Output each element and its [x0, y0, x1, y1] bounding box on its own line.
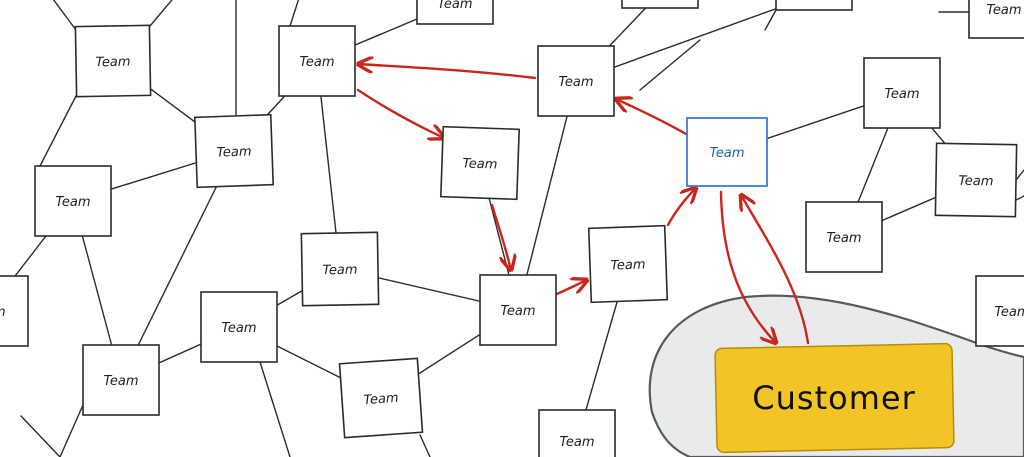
team-box — [968, 0, 1024, 39]
team-link — [52, 0, 77, 31]
team-link — [20, 415, 61, 457]
team-box — [479, 274, 557, 346]
team-node: Team — [74, 24, 152, 98]
team-label: Team — [710, 146, 745, 161]
team-node: Team — [805, 201, 883, 273]
team-node: Team — [338, 357, 424, 439]
team-box — [975, 275, 1024, 347]
team-label: Team — [610, 257, 645, 273]
flow-arrow — [555, 280, 587, 296]
team-label: Team — [501, 304, 536, 319]
team-box — [587, 224, 669, 304]
team-box — [775, 0, 853, 11]
flow-arrow — [719, 190, 776, 343]
team-node: Team — [439, 125, 521, 201]
team-node: Team — [975, 275, 1024, 347]
team-label: Team — [462, 156, 497, 172]
team-label: Team — [885, 87, 920, 102]
flow-arrow — [666, 188, 696, 227]
team-box — [537, 45, 615, 117]
flow-arrow — [356, 88, 444, 138]
team-link — [59, 404, 84, 457]
team-node: Team — [968, 0, 1024, 39]
team-link — [517, 80, 577, 311]
flow-arrow — [616, 99, 688, 136]
team-link — [764, 9, 777, 31]
team-box — [34, 165, 112, 237]
team-node: Team — [479, 274, 557, 346]
team-box — [193, 113, 275, 189]
team-link — [639, 39, 701, 91]
team-link — [419, 434, 431, 457]
team-node: Team — [193, 113, 275, 189]
team-node: Team — [621, 0, 699, 9]
team-node-highlighted: Team — [686, 117, 768, 187]
team-box — [538, 409, 616, 457]
customer-box — [714, 342, 955, 454]
team-node: Team — [200, 291, 278, 363]
team-label: Team — [987, 3, 1022, 18]
team-box — [200, 291, 278, 363]
team-node: Team — [300, 231, 380, 307]
team-node: Team — [775, 0, 853, 11]
team-box — [338, 357, 424, 439]
team-label: Team — [222, 321, 257, 336]
team-label: Team — [827, 231, 862, 246]
team-label: Team — [797, 0, 832, 4]
team-node: Team — [863, 57, 941, 129]
team-label: Team — [300, 55, 335, 70]
team-label: Team — [0, 305, 5, 320]
team-label: Team — [560, 435, 595, 450]
team-node: Team — [82, 344, 160, 416]
team-link — [1015, 195, 1024, 201]
team-node: Team — [0, 275, 29, 347]
flow-arrow — [358, 64, 537, 80]
team-box — [82, 344, 160, 416]
team-label: Team — [216, 144, 251, 160]
team-label: Team — [643, 0, 678, 2]
team-box — [416, 0, 494, 25]
team-box — [621, 0, 699, 9]
team-link — [120, 150, 235, 381]
value-flow-arrows — [356, 64, 810, 345]
team-node: Team — [537, 45, 615, 117]
team-box — [934, 142, 1018, 218]
team-label: Team — [559, 75, 594, 90]
team-box — [686, 117, 768, 187]
team-label: Team — [56, 195, 91, 210]
team-node: Team — [416, 0, 494, 25]
team-link — [1015, 169, 1024, 181]
team-label: Team — [95, 55, 130, 71]
team-box — [300, 231, 380, 307]
team-label: Team — [958, 174, 993, 190]
team-node: Team — [34, 165, 112, 237]
team-label: Team — [322, 263, 357, 279]
customer-node: Customer — [714, 342, 955, 454]
team-link — [575, 0, 803, 82]
team-box — [439, 125, 521, 201]
team-link — [289, 0, 300, 27]
team-box — [0, 275, 29, 347]
team-box — [805, 201, 883, 273]
team-box — [74, 24, 152, 98]
team-link — [149, 0, 173, 27]
team-link — [39, 95, 77, 167]
team-label: Team — [995, 305, 1024, 320]
team-node: Team — [538, 409, 616, 457]
flow-arrow — [741, 195, 810, 345]
team-box — [278, 25, 356, 97]
team-label: Team — [363, 391, 399, 408]
team-link — [259, 361, 291, 457]
team-node: Team — [934, 142, 1018, 218]
flow-arrow — [490, 203, 511, 270]
team-box — [863, 57, 941, 129]
team-label: Team — [438, 0, 473, 12]
team-node: Team — [587, 224, 669, 304]
team-label: Team — [104, 374, 139, 389]
customer-label: Customer — [752, 379, 915, 417]
team-node: Team — [278, 25, 356, 97]
